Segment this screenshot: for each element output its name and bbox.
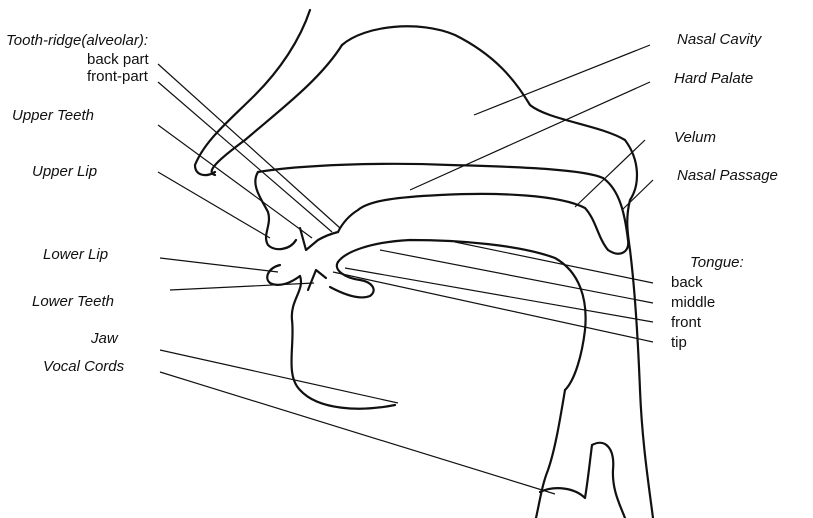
leader-jaw [160,350,398,403]
nose-inner-outline [212,45,342,175]
leader-vocal-cords [160,372,555,494]
label-lower-lip: Lower Lip [43,246,108,264]
label-lower-teeth: Lower Teeth [32,293,114,311]
label-upper-teeth: Upper Teeth [12,107,94,125]
label-tooth-ridge: Tooth-ridge(alveolar): [6,32,148,50]
leader-hard-palate [410,82,650,190]
leader-tongue-tip [333,272,653,342]
label-tongue-middle: middle [671,294,715,312]
pharynx-front-outline [536,390,565,518]
nasal-cavity-outline [342,26,637,250]
pharynx-back-outline [630,250,653,518]
label-vocal-cords: Vocal Cords [43,358,124,376]
label-tooth-ridge-front-part: front-part [87,68,148,86]
lower-teeth-outline [308,270,326,290]
label-upper-lip: Upper Lip [32,163,97,181]
jaw-outline [291,276,395,409]
label-tongue-back: back [671,274,703,292]
label-nasal-passage: Nasal Passage [677,167,778,185]
face-outer-outline [195,10,310,175]
leader-nasal-passage [622,180,653,210]
label-velum: Velum [674,129,716,147]
leader-lower-lip [160,258,278,272]
label-hard-palate: Hard Palate [674,70,753,88]
leader-nasal-cavity [474,45,650,115]
leader-tongue-middle [380,250,653,303]
upper-teeth-outline [300,228,338,250]
label-tongue: Tongue: [690,254,744,272]
label-tooth-ridge-back-part: back part [87,51,149,69]
leader-tongue-front [345,268,653,322]
leader-lower-teeth [170,283,314,290]
tongue-outline [338,240,586,390]
leader-tongue-back [455,242,653,283]
label-jaw: Jaw [91,330,118,348]
leader-upper-lip [158,172,270,238]
lower-lip-outline [267,265,300,285]
label-nasal-cavity: Nasal Cavity [677,31,761,49]
label-tongue-tip: tip [671,334,687,352]
label-tongue-front: front [671,314,701,332]
leader-back-part [158,64,340,228]
